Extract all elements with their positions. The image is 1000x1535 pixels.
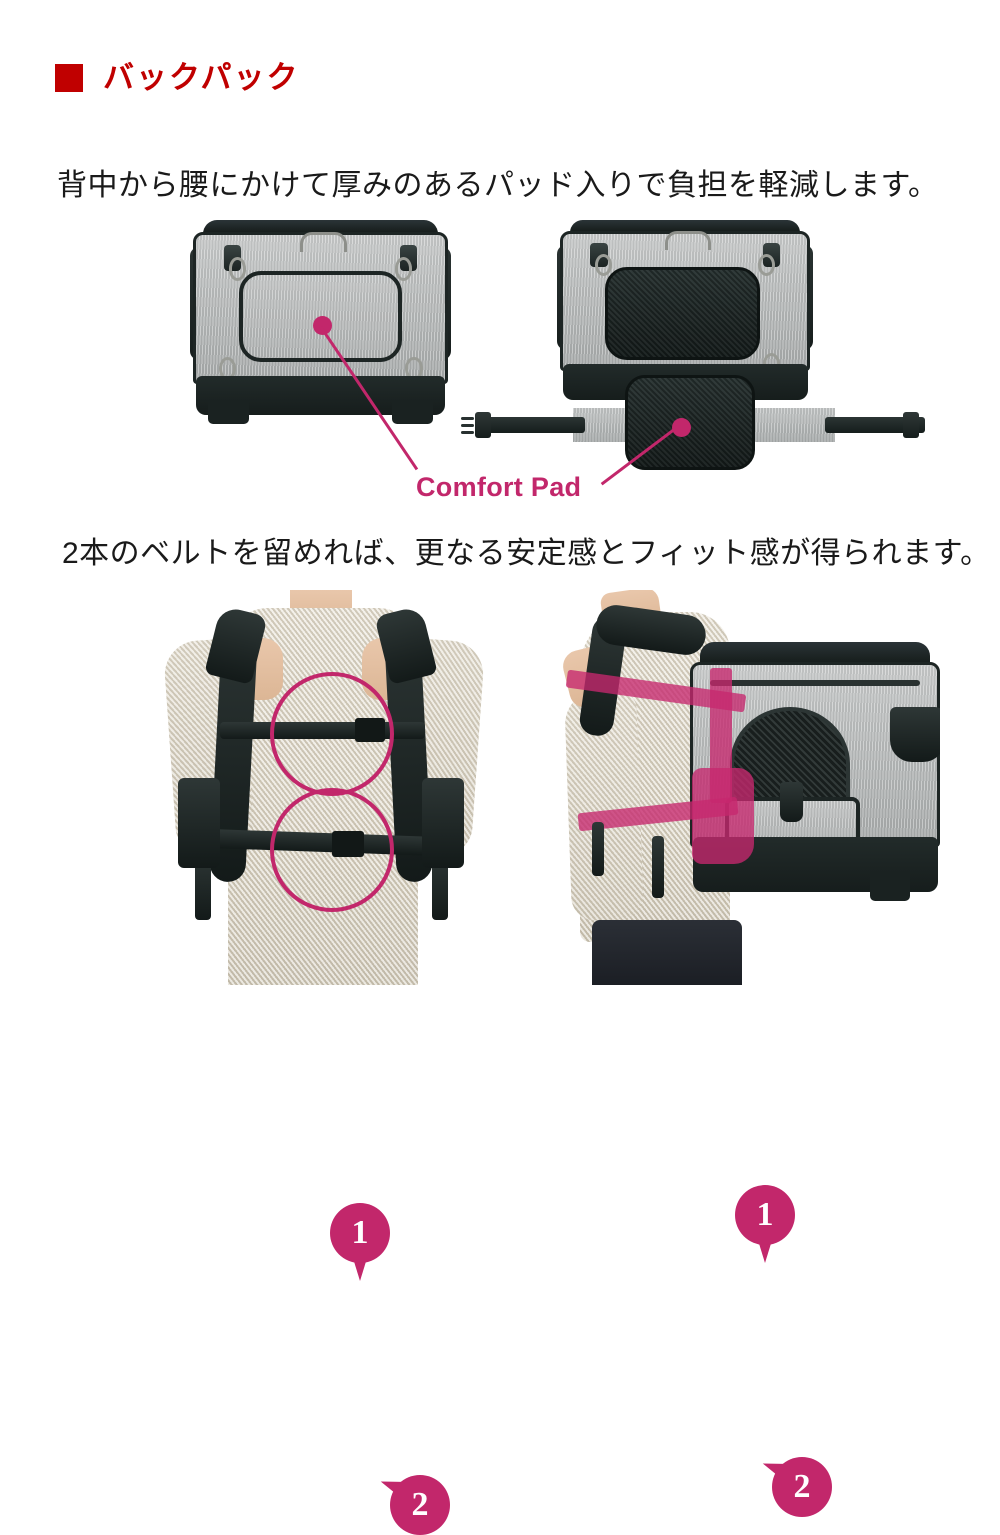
marker-pin-2-front-bubble: 2 (390, 1475, 450, 1535)
strap-tail-left (195, 852, 211, 920)
section-1-photo-row: Comfort Pad (0, 210, 1000, 510)
bag-edge-right (422, 778, 464, 868)
section-2-photo-row: 1 2 (0, 585, 1000, 1535)
carrier-foot-left (208, 400, 250, 424)
carrier-handle-icon-2 (665, 230, 711, 250)
callout-dot-left (313, 316, 332, 335)
marker-pin-1-side-number: 1 (756, 1196, 774, 1233)
belt-strap-left (485, 417, 585, 433)
person-front-straps-photo (150, 590, 490, 985)
page-title: バックパック (55, 62, 299, 93)
marker-pin-1-side: 1 (735, 1185, 795, 1263)
carrier-with-waist-belt-photo (557, 220, 813, 400)
worn-carrier-side-flap (890, 707, 940, 762)
waist-belt-assembly (455, 375, 925, 470)
marker-pin-2-side: 2 (759, 1455, 832, 1517)
section-2-lead-text: 2本のベルトを留めれば、更なる安定感とフィット感が得られます。 (62, 537, 991, 570)
marker-pin-1-front-number: 1 (351, 1214, 369, 1251)
belt-buckle-right (903, 412, 919, 438)
side-strap-tail-b (652, 836, 664, 898)
bag-edge-left (178, 778, 220, 868)
highlight-circle-chest (270, 672, 394, 796)
carrier-ring-top-left (228, 257, 247, 281)
belt-buckle-left (475, 412, 491, 438)
belt-strap-right (825, 417, 925, 433)
highlight-circle-waist (270, 788, 394, 912)
marker-pin-1-side-bubble: 1 (735, 1185, 795, 1245)
carrier-back-pad-dark (605, 266, 760, 361)
carrier-handle-icon (300, 231, 347, 253)
product-feature-page: バックパック 背中から腰にかけて厚みのあるパッド入りで負担を軽減します。 (0, 62, 1000, 1535)
carrier-ring-top-right-2 (757, 254, 775, 277)
worn-carrier-pocket-tab (780, 782, 803, 822)
carrier-back-panel-photo (190, 220, 451, 424)
marker-pin-2-side-number: 2 (793, 1468, 811, 1505)
marker-pin-1-front: 1 (330, 1203, 390, 1281)
belt-grey-right (745, 408, 835, 442)
belt-prong-c (461, 431, 474, 434)
square-bullet-icon (55, 63, 83, 92)
page-title-label: バックパック (103, 60, 300, 95)
worn-carrier-foot (870, 871, 910, 901)
carrier-foot-right (391, 400, 433, 424)
marker-pin-2-front-number: 2 (411, 1486, 429, 1523)
highlight-waist-pad-side (692, 768, 754, 864)
person-side-backpack-photo (540, 590, 940, 985)
belt-prong-b (461, 424, 474, 427)
carrier-ring-top-left-2 (595, 254, 613, 277)
callout-dot-right (672, 418, 691, 437)
marker-pin-2-front: 2 (377, 1473, 450, 1535)
marker-pin-1-front-bubble: 1 (330, 1203, 390, 1263)
belt-prong-a (461, 417, 474, 420)
callout-label-comfort-pad: Comfort Pad (416, 472, 582, 502)
strap-tail-right (432, 852, 448, 920)
person-side-pants (592, 920, 742, 985)
section-1-lead-text: 背中から腰にかけて厚みのあるパッド入りで負担を軽減します。 (57, 169, 939, 202)
side-strap-tail-a (592, 822, 604, 876)
carrier-ring-top-right (394, 257, 413, 281)
worn-carrier-zip-top (710, 679, 920, 686)
marker-pin-2-side-bubble: 2 (772, 1457, 832, 1517)
